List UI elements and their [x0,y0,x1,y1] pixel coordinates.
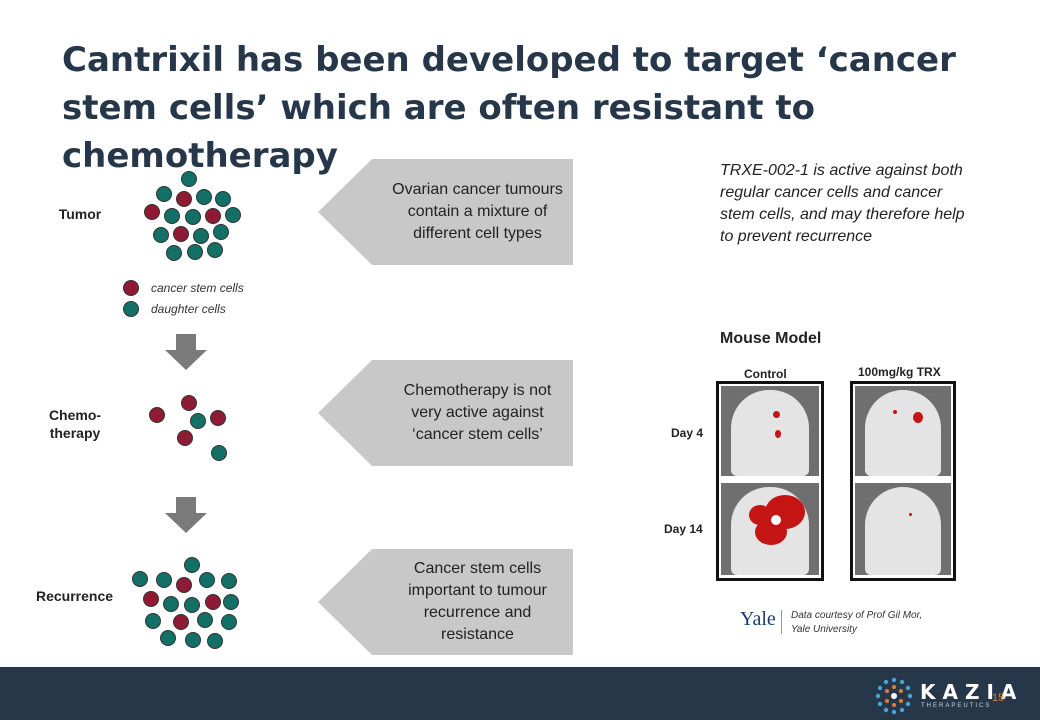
row-label-day4: Day 4 [671,426,704,440]
daughter-cell [196,189,212,205]
daughter-cell [197,612,213,628]
legend-daughter-label: daughter cells [151,302,226,316]
daughter-cell [223,594,239,610]
mouse-model-title: Mouse Model [720,330,822,347]
daughter-cell [163,596,179,612]
daughter-cell [207,633,223,649]
mouse-image-control-day14 [721,483,819,575]
daughter-cell [221,573,237,589]
legend-stem-label: cancer stem cells [151,281,244,295]
credit-divider [781,610,782,634]
yale-logo: Yale [740,608,776,630]
daughter-cell [132,571,148,587]
daughter-cell [164,208,180,224]
daughter-cell [185,209,201,225]
daughter-cell [193,228,209,244]
mouse-image-trx-day14 [855,483,951,575]
callout-shape [318,159,573,265]
slide-number: 15 [992,692,1005,704]
row-label-chemotherapy: Chemo- therapy [40,406,110,442]
row-label-recurrence: Recurrence [35,588,114,604]
callout-shape [318,360,573,466]
legend-stem-swatch [123,280,139,296]
row-label-day14: Day 14 [664,522,703,536]
callout-text: Chemotherapy is not very active against … [403,382,552,443]
row-label-tumor: Tumor [58,206,102,222]
footer-bar [0,667,1040,720]
daughter-cell [184,597,200,613]
daughter-cell [211,445,227,461]
daughter-cell [207,242,223,258]
mouse-image-trx [850,381,956,581]
row-label-chemo-line2: therapy [49,425,101,441]
daughter-cell [213,224,229,240]
brand-subtitle: THERAPEUTICS [921,703,992,709]
daughter-cell [184,557,200,573]
callout-shape [318,549,573,655]
mouse-image-control [716,381,824,581]
data-credit: Data courtesy of Prof Gil Mor, Yale Univ… [791,610,923,635]
column-label-control: Control [744,367,787,381]
daughter-cell [221,614,237,630]
legend-daughter-swatch [123,301,139,317]
side-note: TRXE-002-1 is active against both regula… [720,162,965,245]
daughter-cell [181,171,197,187]
daughter-cell [187,244,203,260]
stem-cell [176,577,192,593]
column-label-trx: 100mg/kg TRX [858,365,941,379]
stem-cell [173,226,189,242]
daughter-cell [215,191,231,207]
callout-text: Cancer stem cells important to tumour re… [408,560,547,643]
kazia-logo-icon [875,677,913,715]
callout-chemo-resistance: Chemotherapy is not very active against … [318,360,573,466]
daughter-cell [199,572,215,588]
stem-cell [143,591,159,607]
stem-cell [176,191,192,207]
down-arrow-icon [165,334,207,370]
row-label-chemo-line1: Chemo- [48,407,102,423]
brand-name: KAZIA [920,680,1024,704]
daughter-cell [166,245,182,261]
daughter-cell [190,413,206,429]
mouse-image-trx-day4 [855,386,951,476]
callout-tumour-mixture: Ovarian cancer tumours contain a mixture… [318,159,573,265]
stem-cell [181,395,197,411]
callout-recurrence: Cancer stem cells important to tumour re… [318,549,573,655]
daughter-cell [156,186,172,202]
callout-text: Ovarian cancer tumours contain a mixture… [392,181,563,242]
slide-title: Cantrixil has been developed to target ‘… [62,40,956,176]
stem-cell [144,204,160,220]
daughter-cell [153,227,169,243]
stem-cell [173,614,189,630]
down-arrow-icon [165,497,207,533]
daughter-cell [225,207,241,223]
daughter-cell [185,632,201,648]
stem-cell [205,594,221,610]
daughter-cell [160,630,176,646]
daughter-cell [145,613,161,629]
stem-cell [177,430,193,446]
stem-cell [210,410,226,426]
mouse-image-control-day4 [721,386,819,476]
stem-cell [149,407,165,423]
stem-cell [205,208,221,224]
daughter-cell [156,572,172,588]
